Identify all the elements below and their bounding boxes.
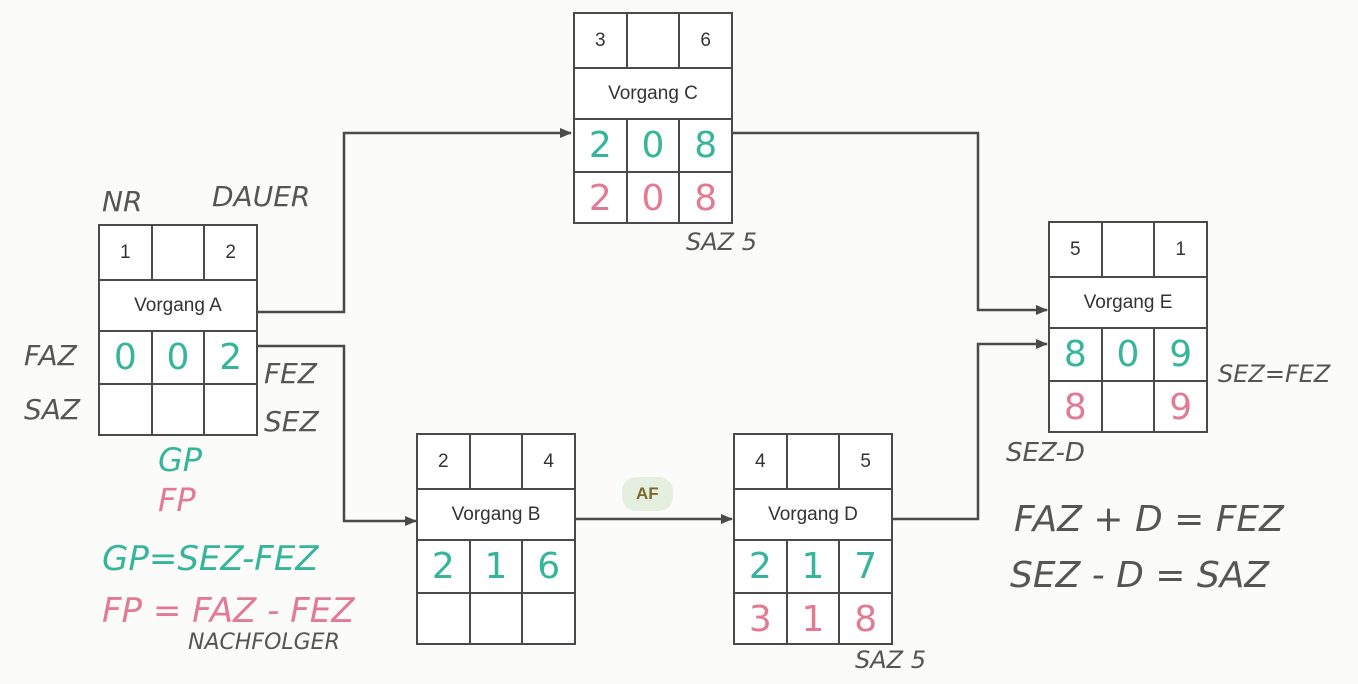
node-a-title: Vorgang A <box>134 294 222 316</box>
label-saz-c: SAZ 5 <box>686 228 757 256</box>
formula-nachfolger: NACHFOLGER <box>188 630 340 655</box>
label-dauer: DAUER <box>212 180 311 213</box>
arrow-c-to-e <box>731 131 1048 315</box>
node-a-faz: 0 <box>113 337 137 378</box>
node-e-gp: 0 <box>1100 329 1154 380</box>
node-b-faz: 2 <box>431 546 455 587</box>
node-c-nr: 3 <box>595 29 606 51</box>
node-c-saz: 2 <box>588 178 612 219</box>
node-d-nr: 4 <box>755 450 766 472</box>
node-a-saz <box>100 385 151 436</box>
arrow-d-to-e <box>891 339 1048 521</box>
node-e-fp <box>1100 382 1154 433</box>
node-e-title: Vorgang E <box>1083 291 1173 313</box>
node-c-fez: 8 <box>678 120 731 171</box>
node-d-sez: 8 <box>838 594 891 645</box>
node-b-gp: 1 <box>468 541 522 592</box>
node-e-fez: 9 <box>1153 329 1206 380</box>
label-af: AF <box>622 477 673 511</box>
label-nr: NR <box>102 185 143 218</box>
label-faz: FAZ <box>24 339 77 372</box>
node-a-dauer: 2 <box>203 226 256 279</box>
label-sez: SEZ <box>264 405 319 438</box>
node-c-dauer: 6 <box>678 14 731 67</box>
node-d-faz: 2 <box>748 546 772 587</box>
arrow-a-to-b <box>258 344 417 526</box>
node-vorgang-a: 1 2 Vorgang A 0 0 2 <box>98 224 258 436</box>
node-a-fp <box>150 385 204 436</box>
node-e-saz: 8 <box>1063 387 1087 428</box>
node-a-gp: 0 <box>150 332 204 383</box>
node-d-mid <box>785 435 839 488</box>
node-e-faz: 8 <box>1063 334 1087 375</box>
node-d-fp: 1 <box>785 594 839 645</box>
node-b-fp <box>468 594 522 645</box>
node-d-title: Vorgang D <box>768 503 858 525</box>
node-vorgang-e: 5 1 Vorgang E 8 0 9 8 9 <box>1048 221 1208 433</box>
node-c-fp: 0 <box>625 173 679 224</box>
node-vorgang-d: 4 5 Vorgang D 2 1 7 3 1 8 <box>733 433 893 645</box>
node-b-mid <box>468 435 522 488</box>
node-d-dauer: 5 <box>838 435 891 488</box>
formula-fez: FAZ + D = FEZ <box>1014 499 1284 540</box>
node-e-mid <box>1100 223 1154 276</box>
node-a-mid <box>150 226 204 279</box>
node-b-title: Vorgang B <box>451 503 541 525</box>
node-vorgang-c: 3 6 Vorgang C 2 0 8 2 0 8 <box>573 12 733 224</box>
label-gp: GP <box>158 441 203 479</box>
label-fez: FEZ <box>264 357 317 390</box>
node-b-fez: 6 <box>521 541 574 592</box>
node-d-fez: 7 <box>838 541 891 592</box>
formula-fp: FP = FAZ - FEZ <box>102 591 355 631</box>
node-b-saz <box>418 594 469 645</box>
node-d-saz: 3 <box>748 599 772 640</box>
node-c-faz: 2 <box>588 125 612 166</box>
node-b-nr: 2 <box>438 450 449 472</box>
label-sez-fez: SEZ=FEZ <box>1218 360 1331 388</box>
node-e-nr: 5 <box>1070 238 1081 260</box>
node-c-gp: 0 <box>625 120 679 171</box>
arrow-a-to-c <box>258 128 572 314</box>
node-c-mid <box>625 14 679 67</box>
label-saz: SAZ <box>24 393 81 426</box>
node-d-gp: 1 <box>785 541 839 592</box>
node-vorgang-b: 2 4 Vorgang B 2 1 6 <box>416 433 576 645</box>
node-a-sez <box>203 385 256 436</box>
label-fp: FP <box>158 481 196 519</box>
label-sez-minus-d: SEZ-D <box>1006 438 1085 468</box>
node-c-title: Vorgang C <box>608 82 698 104</box>
node-b-sez <box>521 594 574 645</box>
node-a-fez: 2 <box>203 332 256 383</box>
label-saz-d: SAZ 5 <box>855 646 926 674</box>
node-e-sez: 9 <box>1153 382 1206 433</box>
node-c-sez: 8 <box>678 173 731 224</box>
formula-saz: SEZ - D = SAZ <box>1010 555 1270 596</box>
node-a-nr: 1 <box>120 241 131 263</box>
formula-gp: GP=SEZ-FEZ <box>102 539 319 579</box>
node-b-dauer: 4 <box>521 435 574 488</box>
node-e-dauer: 1 <box>1153 223 1206 276</box>
